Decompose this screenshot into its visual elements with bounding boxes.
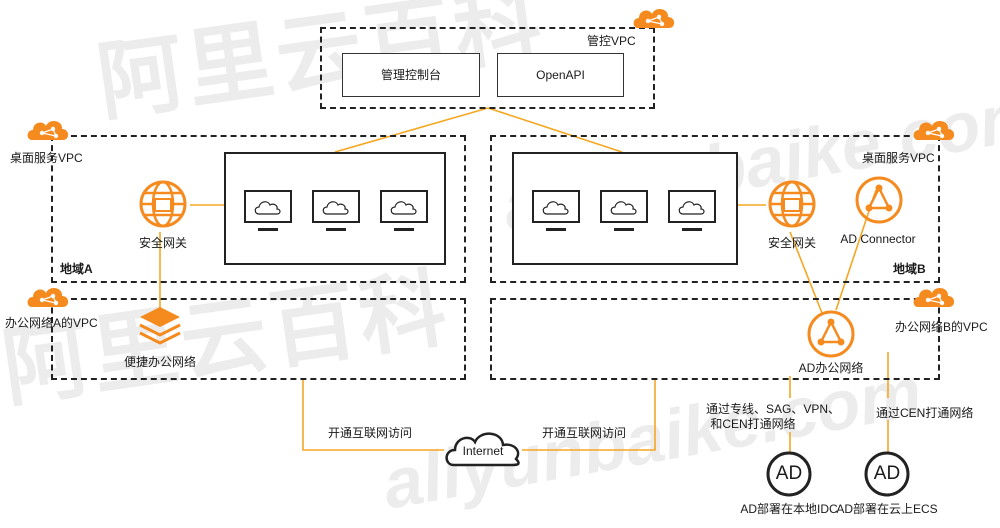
mgmt-vpc-title: 管控VPC [587, 34, 636, 48]
layers-icon [139, 307, 181, 345]
ad-network-label: AD办公网络 [798, 361, 864, 375]
console-label: 管理控制台 [380, 68, 441, 82]
internet-label: Internet [462, 444, 504, 458]
desktop-vpc-a-title: 桌面服务VPC [10, 151, 83, 165]
region-b-label: 地域B [893, 262, 926, 276]
ad-idc-label: AD部署在本地IDC [740, 502, 838, 516]
ad-connector-icon [855, 176, 903, 224]
cloud-icon-mgmt [633, 8, 675, 28]
monitor-icon-b3 [668, 190, 716, 231]
office-vpc-b-title: 办公网络B的VPC [895, 320, 988, 334]
mgmt-vpc-box [320, 27, 655, 109]
desktop-vpc-a-box [51, 135, 466, 283]
ad-connector-label: AD Connector [840, 232, 916, 246]
link-path-left-2: 和CEN打通网络 [710, 417, 796, 431]
ad-ecs-label: AD部署在云上ECS [836, 502, 938, 516]
console-box [342, 53, 480, 97]
gateway-a-label: 安全网关 [138, 236, 187, 250]
desktop-vpc-b-box [490, 135, 940, 283]
monitor-icon-a2 [312, 190, 360, 231]
office-vpc-b-box [490, 298, 940, 380]
convenient-network-label: 便捷办公网络 [123, 355, 196, 369]
ad-ecs-badge: AD [873, 463, 901, 484]
internet-link-left: 开通互联网访问 [328, 426, 413, 440]
desktop-vpc-b-title: 桌面服务VPC [862, 151, 935, 165]
ad-idc-badge: AD [775, 463, 803, 484]
link-path-left-1: 通过专线、SAG、VPN、 [705, 402, 841, 416]
office-vpc-a-title: 办公网络A的VPC [5, 316, 98, 330]
internet-cloud-icon [445, 432, 520, 467]
office-vpc-a-box [51, 298, 466, 380]
openapi-label: OpenAPI [536, 68, 585, 82]
monitor-icon-b2 [600, 190, 648, 231]
globe-gateway-icon-a [139, 180, 187, 228]
monitor-icon-a1 [244, 190, 292, 231]
region-a-label: 地域A [60, 262, 93, 276]
ad-network-icon [807, 310, 855, 358]
ad-ecs-icon [864, 451, 910, 497]
cloud-icon-desktop-b [913, 120, 955, 140]
link-path-right: 通过CEN打通网络 [876, 406, 974, 420]
openapi-box [497, 53, 624, 97]
internet-link-right: 开通互联网访问 [542, 426, 627, 440]
globe-gateway-icon-b [768, 180, 816, 228]
gateway-b-label: 安全网关 [767, 236, 816, 250]
monitor-icon-b1 [532, 190, 580, 231]
ad-idc-icon [766, 451, 812, 497]
monitor-icon-a3 [380, 190, 428, 231]
cloud-icon-office-b [913, 287, 955, 307]
cloud-icon-desktop-a [27, 120, 69, 140]
cloud-icon-office-a [27, 287, 69, 307]
